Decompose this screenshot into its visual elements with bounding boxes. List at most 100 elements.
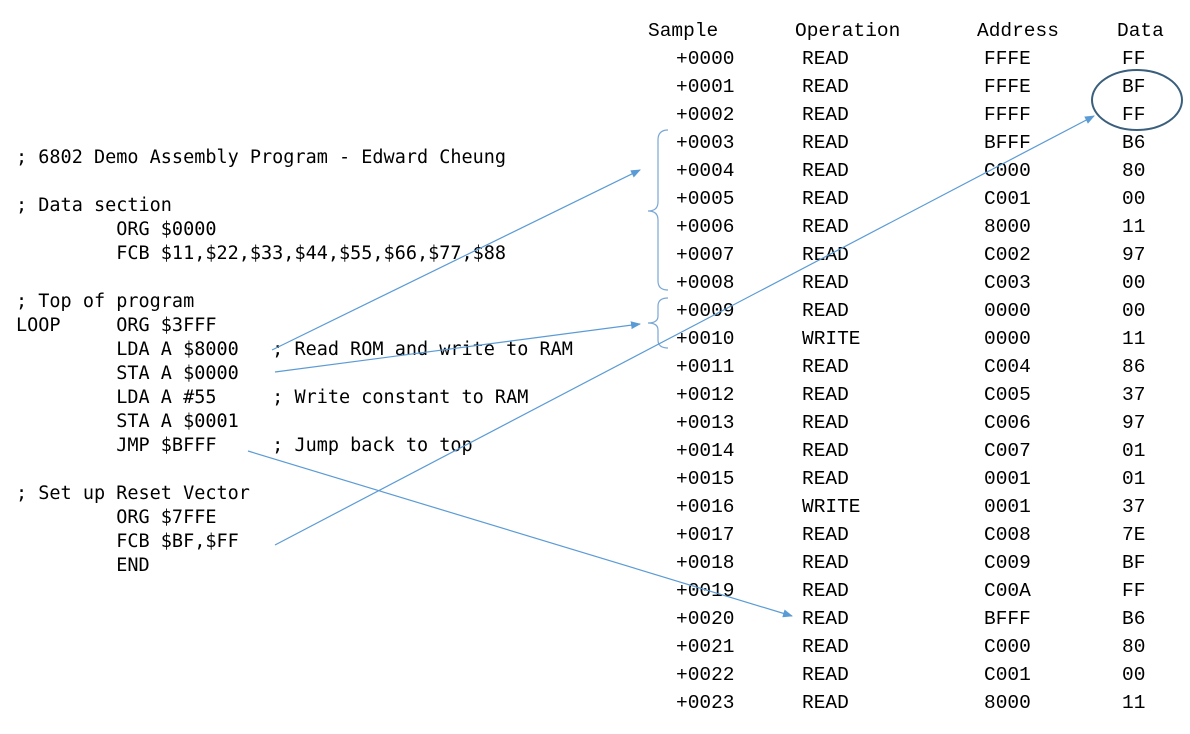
trace-cell-data: 97	[1122, 412, 1146, 434]
code-line: ; Top of program	[16, 291, 195, 312]
trace-cell-operation: READ	[802, 300, 849, 322]
trace-cell-sample: +0020	[676, 608, 735, 630]
trace-cell-operation: READ	[802, 692, 849, 714]
trace-cell-sample: +0000	[676, 48, 735, 70]
trace-cell-address: C009	[984, 552, 1031, 574]
trace-cell-data: 80	[1122, 636, 1146, 658]
trace-cell-address: C002	[984, 244, 1031, 266]
trace-cell-data: 01	[1122, 440, 1146, 462]
arrow-group	[247, 115, 1095, 618]
trace-cell-data: 80	[1122, 160, 1146, 182]
trace-cell-address: BFFF	[984, 608, 1031, 630]
arrow-sta-to-write	[274, 321, 641, 373]
trace-cell-operation: READ	[802, 272, 849, 294]
trace-cell-sample: +0009	[676, 300, 735, 322]
trace-cell-address: 0000	[984, 300, 1031, 322]
header-data: Data	[1117, 20, 1164, 42]
assembly-listing: ; 6802 Demo Assembly Program - Edward Ch…	[16, 146, 573, 578]
trace-cell-sample: +0008	[676, 272, 735, 294]
header-operation: Operation	[795, 20, 901, 42]
trace-cell-data: 00	[1122, 188, 1146, 210]
trace-cell-address: C000	[984, 160, 1031, 182]
code-line: JMP $BFFF ; Jump back to top	[16, 435, 473, 456]
trace-cell-data: FF	[1122, 104, 1146, 126]
trace-cell-operation: READ	[802, 608, 849, 630]
trace-cell-operation: READ	[802, 636, 849, 658]
trace-cell-sample: +0018	[676, 552, 735, 574]
code-line: ORG $7FFE	[16, 507, 217, 528]
trace-cell-sample: +0015	[676, 468, 735, 490]
trace-cell-address: 0001	[984, 468, 1031, 490]
trace-cell-address: C004	[984, 356, 1031, 378]
trace-cell-address: FFFE	[984, 48, 1031, 70]
trace-cell-address: FFFF	[984, 104, 1031, 126]
arrow-lda-to-block	[271, 169, 641, 351]
trace-cell-address: C00A	[984, 580, 1031, 602]
trace-cell-sample: +0023	[676, 692, 735, 714]
code-line: FCB $BF,$FF	[16, 531, 239, 552]
code-line: ; Data section	[16, 195, 172, 216]
header-sample: Sample	[648, 20, 719, 42]
trace-cell-data: 37	[1122, 496, 1146, 518]
trace-cell-sample: +0012	[676, 384, 735, 406]
brace-lda-sta-block	[647, 129, 669, 291]
trace-cell-operation: READ	[802, 104, 849, 126]
reset-vector-circle	[1091, 69, 1183, 131]
trace-cell-address: C000	[984, 636, 1031, 658]
trace-cell-sample: +0001	[676, 76, 735, 98]
trace-cell-operation: READ	[802, 580, 849, 602]
trace-cell-sample: +0022	[676, 664, 735, 686]
trace-cell-sample: +0017	[676, 524, 735, 546]
trace-cell-address: FFFE	[984, 76, 1031, 98]
trace-cell-sample: +0006	[676, 216, 735, 238]
trace-cell-sample: +0011	[676, 356, 735, 378]
trace-cell-operation: READ	[802, 440, 849, 462]
trace-cell-address: 0001	[984, 496, 1031, 518]
trace-cell-operation: READ	[802, 244, 849, 266]
trace-cell-operation: READ	[802, 132, 849, 154]
trace-cell-address: C001	[984, 664, 1031, 686]
trace-cell-operation: READ	[802, 48, 849, 70]
trace-cell-data: 11	[1122, 692, 1146, 714]
trace-cell-data: 86	[1122, 356, 1146, 378]
trace-cell-operation: READ	[802, 468, 849, 490]
arrow-jmp-to-bfff	[247, 450, 793, 618]
trace-cell-sample: +0003	[676, 132, 735, 154]
trace-cell-sample: +0007	[676, 244, 735, 266]
trace-cell-address: C006	[984, 412, 1031, 434]
trace-cell-address: 8000	[984, 216, 1031, 238]
trace-cell-operation: READ	[802, 76, 849, 98]
trace-cell-operation: READ	[802, 384, 849, 406]
trace-cell-address: C007	[984, 440, 1031, 462]
trace-cell-sample: +0014	[676, 440, 735, 462]
trace-cell-address: C005	[984, 384, 1031, 406]
trace-cell-data: BF	[1122, 76, 1146, 98]
trace-cell-data: 00	[1122, 272, 1146, 294]
trace-cell-data: B6	[1122, 608, 1146, 630]
header-address: Address	[977, 20, 1059, 42]
code-line: LOOP ORG $3FFF	[16, 315, 217, 336]
trace-cell-sample: +0002	[676, 104, 735, 126]
trace-cell-data: 11	[1122, 328, 1146, 350]
trace-cell-sample: +0016	[676, 496, 735, 518]
trace-cell-sample: +0004	[676, 160, 735, 182]
code-line: STA A $0001	[16, 411, 239, 432]
trace-cell-data: 97	[1122, 244, 1146, 266]
trace-cell-operation: READ	[802, 216, 849, 238]
trace-cell-data: BF	[1122, 552, 1146, 574]
trace-cell-address: 0000	[984, 328, 1031, 350]
trace-cell-operation: READ	[802, 160, 849, 182]
trace-cell-data: FF	[1122, 580, 1146, 602]
trace-cell-address: BFFF	[984, 132, 1031, 154]
trace-cell-operation: READ	[802, 188, 849, 210]
code-line: ; 6802 Demo Assembly Program - Edward Ch…	[16, 147, 507, 168]
trace-cell-operation: READ	[802, 412, 849, 434]
code-line: LDA A $8000 ; Read ROM and write to RAM	[16, 339, 573, 360]
trace-cell-operation: READ	[802, 552, 849, 574]
trace-cell-sample: +0013	[676, 412, 735, 434]
trace-cell-data: 7E	[1122, 524, 1146, 546]
trace-cell-operation: WRITE	[802, 328, 861, 350]
trace-cell-operation: WRITE	[802, 496, 861, 518]
trace-cell-address: C008	[984, 524, 1031, 546]
